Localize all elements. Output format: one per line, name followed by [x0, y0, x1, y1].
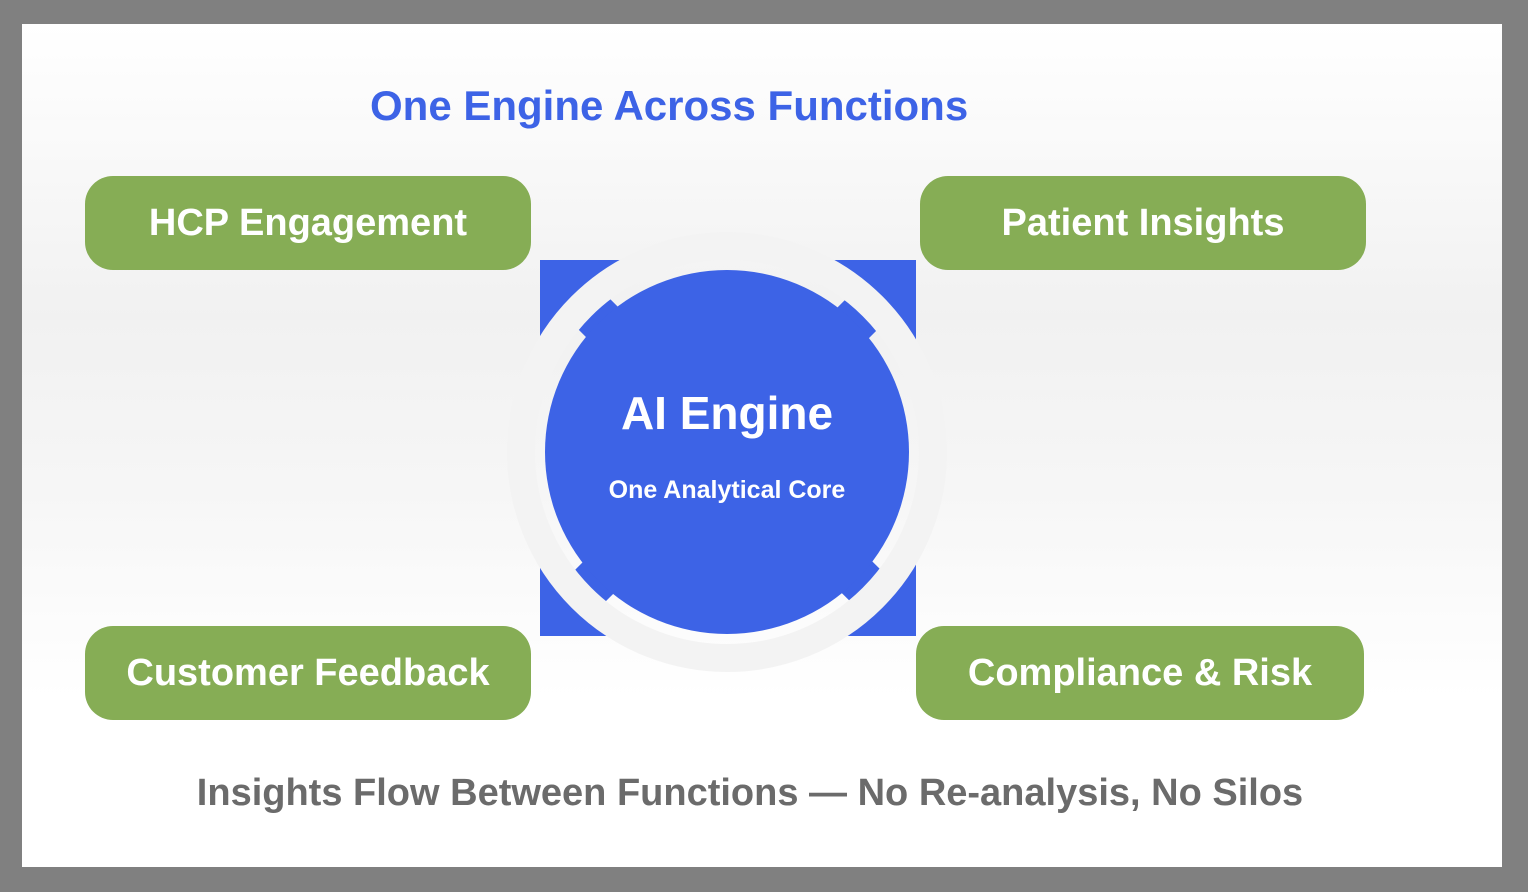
diagram-title: One Engine Across Functions [370, 82, 969, 129]
function-patient-insights: Patient Insights [920, 176, 1366, 270]
engine-subtitle: One Analytical Core [608, 476, 846, 504]
engine-circle [545, 270, 909, 634]
engine-graphic [507, 232, 947, 672]
function-customer-feedback: Customer Feedback [85, 626, 531, 720]
footer-caption: Insights Flow Between Functions — No Re-… [196, 772, 1304, 814]
function-compliance-risk: Compliance & Risk [916, 626, 1364, 720]
slide: One Engine Across Functions AI Engine On… [22, 24, 1502, 867]
function-hcp-engagement: HCP Engagement [85, 176, 531, 270]
engine-title: AI Engine [620, 387, 834, 439]
